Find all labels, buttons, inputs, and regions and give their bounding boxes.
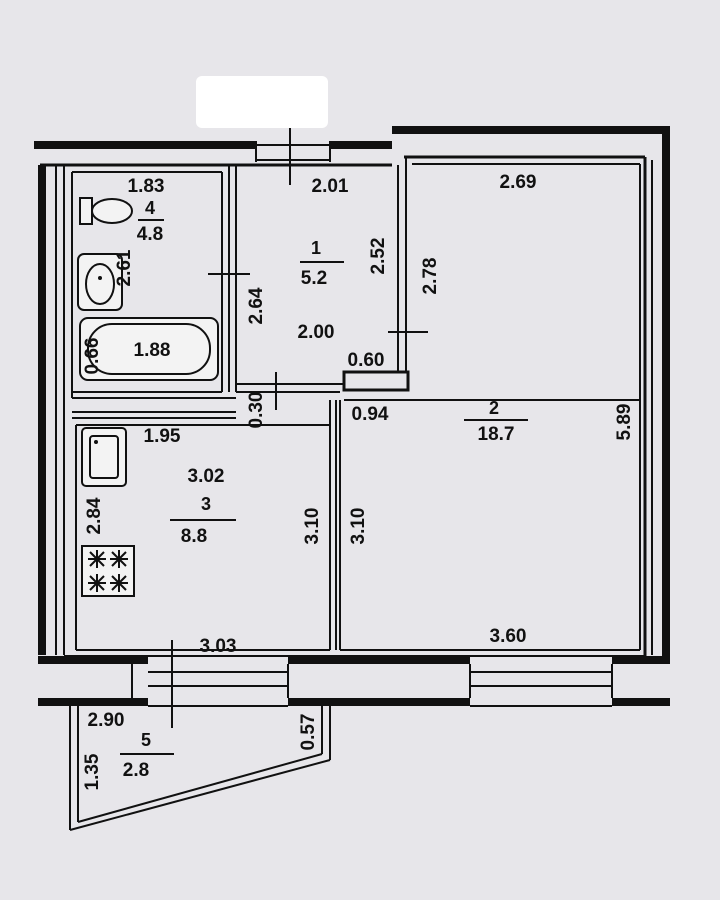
dim-opening: 0.94: [352, 404, 389, 425]
stove-icon: [81, 545, 135, 597]
dim-tub-depth: 0.66: [82, 338, 103, 375]
svg-text:18.7: 18.7: [478, 424, 515, 445]
svg-text:2.8: 2.8: [123, 760, 149, 781]
dimension-labels: 1.83 2.01 2.69 1.88 2.00 0.60 0.94 1.95 …: [82, 172, 635, 790]
svg-text:3: 3: [201, 494, 211, 514]
redaction-patch: [196, 76, 328, 128]
dim-balcony-right: 0.57: [298, 714, 319, 751]
dim-kitchen-bottom: 3.03: [200, 636, 237, 657]
dim-bath-side: 2.61: [114, 249, 135, 286]
dim-kitchen-side: 2.84: [84, 497, 105, 534]
dim-hall-right: 2.52: [368, 238, 389, 275]
dim-balcony-left: 1.35: [82, 753, 103, 790]
dim-living-left: 2.78: [420, 258, 441, 295]
dim-balcony-top: 2.90: [88, 710, 125, 731]
outer-walls: [34, 126, 670, 728]
interior-walls: [71, 157, 641, 651]
sink-icon: [77, 253, 123, 311]
room-label-4: 4 4.8: [137, 198, 164, 245]
bathtub-icon: [79, 317, 219, 381]
dim-wall-gap: 0.30: [246, 392, 267, 429]
room-label-2: 2 18.7: [464, 398, 528, 445]
room-label-5: 5 2.8: [120, 730, 174, 781]
toilet-icon: [79, 197, 133, 225]
svg-text:8.8: 8.8: [181, 526, 207, 547]
dim-hall-width: 2.00: [298, 322, 335, 343]
dim-bath-tub: 1.88: [134, 340, 171, 361]
dim-bath-top: 1.83: [128, 176, 165, 197]
room-label-3: 3 8.8: [170, 494, 236, 547]
svg-text:4: 4: [145, 198, 155, 218]
dim-hall-top: 2.01: [312, 176, 349, 197]
balcony: [69, 706, 331, 831]
dim-living-bottom: 3.60: [490, 626, 527, 647]
dim-hall-left: 2.64: [246, 287, 267, 324]
dim-living-inner: 3.10: [348, 508, 369, 545]
svg-text:4.8: 4.8: [137, 224, 163, 245]
dim-kitchen-right: 3.10: [302, 508, 323, 545]
kitchen-sink-icon: [81, 427, 127, 487]
dim-kitchen-upper: 1.95: [144, 426, 181, 447]
svg-text:2: 2: [489, 398, 499, 418]
svg-text:1: 1: [311, 238, 321, 258]
dim-living-top: 2.69: [500, 172, 537, 193]
dim-living-height: 5.89: [614, 404, 635, 441]
dim-kitchen-width: 3.02: [188, 466, 225, 487]
room-label-1: 1 5.2: [300, 238, 344, 289]
dim-closet-width: 0.60: [348, 350, 385, 371]
svg-text:5: 5: [141, 730, 151, 750]
svg-text:5.2: 5.2: [301, 268, 327, 289]
